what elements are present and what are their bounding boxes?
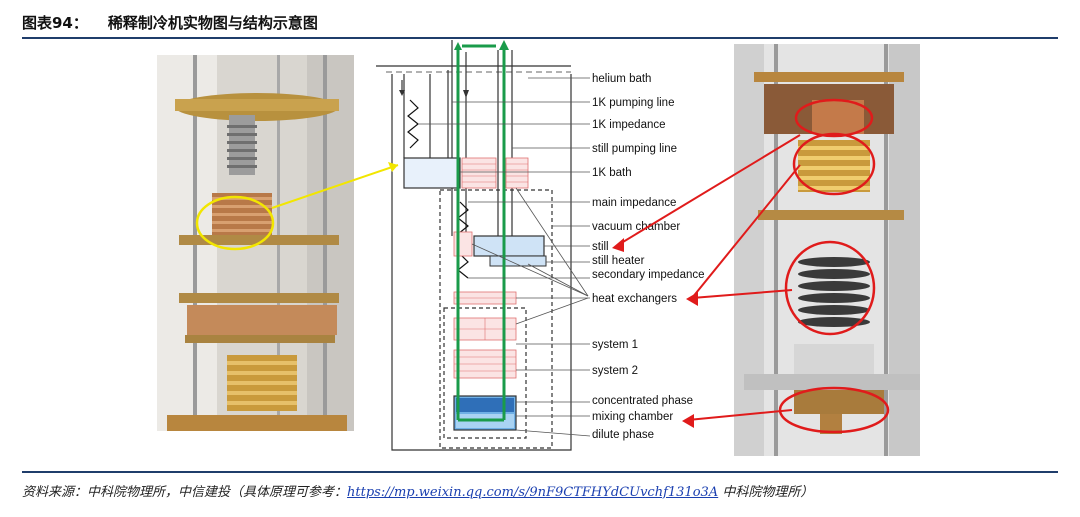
source-suffix: 中科院物理所） [718,485,814,500]
label-1k-impedance: 1K impedance [592,119,666,131]
dilution-refrigerator-photo-icon [734,44,920,456]
top-divider [22,37,1058,39]
label-dilute-phase: dilute phase [592,429,654,441]
label-still-pumping-line: still pumping line [592,143,677,155]
dilution-refrigerator-photo-icon [157,55,354,431]
source-link[interactable]: https://mp.weixin.qq.com/s/9nF9CTFHYdCUv… [347,485,719,500]
label-system-2: system 2 [592,365,638,377]
label-1k-pumping-line: 1K pumping line [592,97,674,109]
left-refrigerator-photo [157,55,354,431]
label-helium-bath: helium bath [592,73,651,85]
structure-diagram: helium bath 1K pumping line 1K impedance… [356,40,734,460]
bottom-divider [22,471,1058,473]
label-heat-exchangers: heat exchangers [592,293,677,305]
figure-number: 图表94： [22,13,88,32]
figure-title: 稀释制冷机实物图与结构示意图 [107,13,318,32]
label-system-1: system 1 [592,339,638,351]
label-mixing-chamber: mixing chamber [592,411,673,423]
label-secondary-impedance: secondary impedance [592,269,705,281]
label-1k-bath: 1K bath [592,167,632,179]
right-refrigerator-photo [734,44,920,456]
label-concentrated-phase: concentrated phase [592,395,693,407]
source-note: 资料来源：中科院物理所，中信建投（具体原理可参考：https://mp.weix… [22,481,1062,503]
label-still: still [592,241,609,253]
label-still-heater: still heater [592,255,645,267]
label-vacuum-chamber: vacuum chamber [592,221,680,233]
figure-header: 图表94： 稀释制冷机实物图与结构示意图 [22,8,1058,36]
dilution-refrigerator-schematic: helium bath 1K pumping line 1K impedance… [376,40,705,451]
source-prefix: 资料来源：中科院物理所，中信建投（具体原理可参考： [22,485,348,500]
label-main-impedance: main impedance [592,197,676,209]
